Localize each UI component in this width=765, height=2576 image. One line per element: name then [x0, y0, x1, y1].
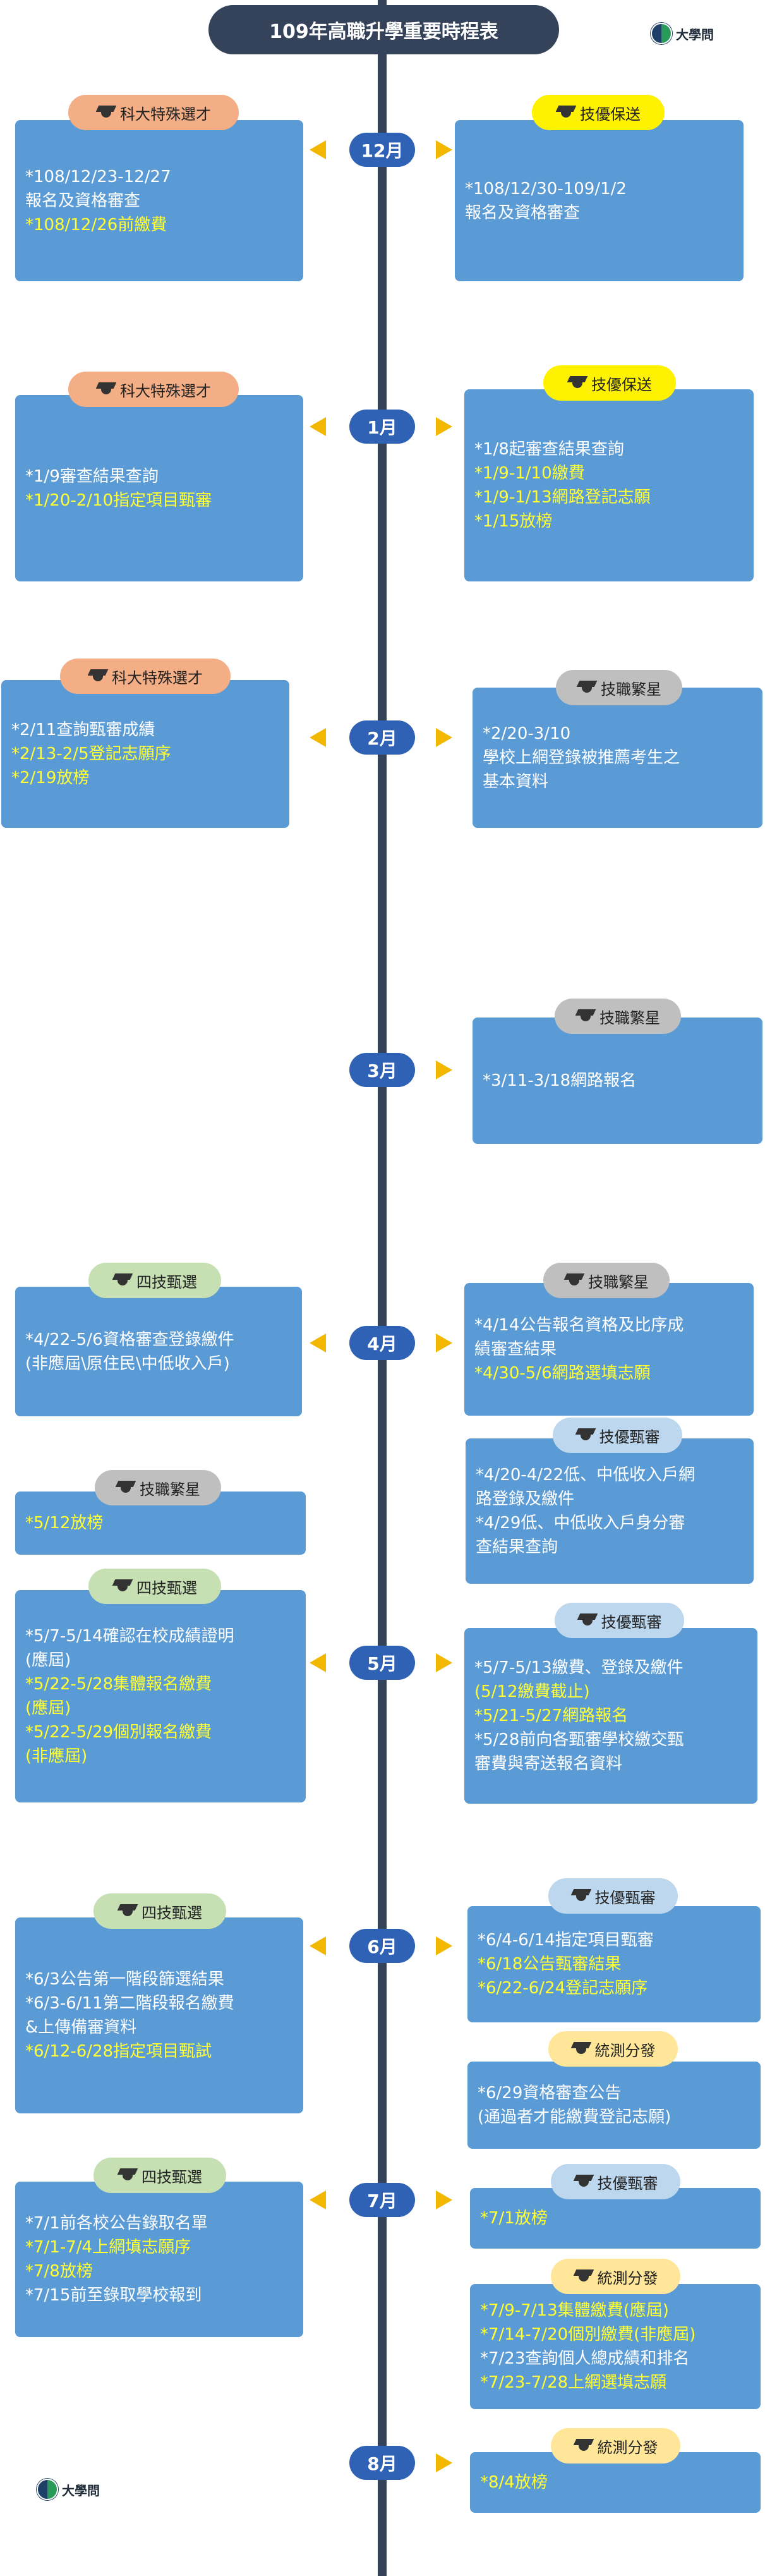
graduation-cap-icon: [96, 106, 116, 119]
month-7: 7月: [349, 2183, 415, 2217]
graduation-cap-icon: [556, 106, 576, 119]
graduation-cap-icon: [567, 376, 587, 390]
tag-sijizhenxuan: 四技甄選: [88, 1569, 221, 1604]
month-8: 8月: [349, 2446, 415, 2480]
logo-text: 大學問: [62, 2482, 100, 2498]
arrow-right: [436, 2190, 452, 2209]
arrow-right: [436, 1060, 452, 1079]
card-jun-left: *6/3公告第一階段篩選結果 *6/3-6/11第二階段報名繳費 &上傳備審資料…: [15, 1917, 303, 2113]
tag-sijizhenxuan: 四技甄選: [93, 2158, 226, 2193]
logo-text: 大學問: [676, 27, 714, 42]
card-jan-right: *1/8起審查結果查詢 *1/9-1/10繳費 *1/9-1/13網路登記志願 …: [464, 389, 754, 581]
tag-jizhifanxing: 技職繁星: [556, 670, 682, 705]
tag-sijizhenxuan: 四技甄選: [93, 1893, 226, 1929]
arrow-right: [436, 2453, 452, 2472]
graduation-cap-icon: [564, 1273, 584, 1287]
arrow-right: [436, 417, 452, 436]
month-5: 5月: [349, 1646, 415, 1680]
month-4: 4月: [349, 1326, 415, 1360]
graduation-cap-icon: [117, 2168, 138, 2182]
arrow-right: [436, 1936, 452, 1955]
card-jul-left: *7/1前各校公告錄取名單 *7/1-7/4上網填志願序 *7/8放榜 *7/1…: [15, 2182, 303, 2337]
graduation-cap-icon: [571, 1889, 591, 1903]
card-jun-right: *6/4-6/14指定項目甄審 *6/18公告甄審結果 *6/22-6/24登記…: [467, 1906, 761, 2022]
tag-sijizhenxuan: 四技甄選: [88, 1263, 221, 1298]
card-apr-left: *4/22-5/6資格審查登錄繳件 (非應屆\原住民\中低收入戶): [15, 1287, 302, 1416]
tag-jiyouzhenshen: 技優甄審: [553, 1418, 682, 1453]
arrow-left: [310, 1334, 326, 1352]
tag-jiyouzhenshen: 技優甄審: [555, 1603, 684, 1638]
tag-jiyoubaosong: 技優保送: [543, 365, 676, 401]
tag-tongcefenfa: 統測分發: [551, 2259, 680, 2294]
arrow-left: [310, 1653, 326, 1672]
graduation-cap-icon: [117, 1904, 138, 1918]
month-12: 12月: [349, 133, 415, 167]
card-apr-right-2: *4/20-4/22低、中低收入戶網 路登錄及繳件 *4/29低、中低收入戶身分…: [466, 1438, 754, 1584]
arrow-left: [310, 2190, 326, 2209]
card-jul-right-2: *7/9-7/13集體繳費(應屆) *7/14-7/20個別繳費(非應屆) *7…: [470, 2284, 761, 2409]
arrow-left: [310, 728, 326, 747]
graduation-cap-icon: [88, 669, 108, 683]
graduation-cap-icon: [116, 1481, 136, 1495]
card-jan-left: *1/9審查結果查詢 *1/20-2/10指定項目甄審: [15, 395, 303, 581]
tag-jizhifanxing: 技職繁星: [555, 999, 681, 1034]
graduation-cap-icon: [112, 1273, 133, 1287]
tag-jizhifanxing: 技職繁星: [543, 1263, 670, 1298]
arrow-left: [310, 140, 326, 159]
graduation-cap-icon: [577, 1613, 598, 1627]
tag-kedatecai: 科大特殊選才: [68, 95, 239, 130]
tag-kedatecai: 科大特殊選才: [68, 372, 239, 407]
logo-top: 大學問: [651, 23, 714, 44]
card-may-left-star: *5/12放榜: [15, 1492, 306, 1555]
graduation-cap-icon: [571, 2042, 591, 2056]
arrow-left: [310, 1936, 326, 1955]
tag-jiyouzhenshen: 技優甄審: [548, 1878, 678, 1914]
card-may-left: *5/7-5/14確認在校成績證明 (應屆) *5/22-5/28集體報名繳費 …: [15, 1590, 306, 1802]
logo-mark-icon: [37, 2479, 58, 2500]
arrow-left: [310, 417, 326, 436]
card-feb-right: *2/20-3/10 學校上網登錄被推薦考生之 基本資料: [473, 688, 762, 828]
tag-jiyouzhenshen: 技優甄審: [551, 2164, 680, 2199]
month-3: 3月: [349, 1053, 415, 1087]
arrow-right: [436, 728, 452, 747]
card-dec-right: *108/12/30-109/1/2 報名及資格審查: [455, 120, 744, 281]
tag-kedatecai: 科大特殊選才: [60, 659, 231, 694]
graduation-cap-icon: [112, 1579, 133, 1593]
logo-bottom: 大學問: [37, 2479, 100, 2500]
graduation-cap-icon: [575, 1428, 596, 1442]
card-may-right: *5/7-5/13繳費、登錄及繳件 (5/12繳費截止) *5/21-5/27網…: [464, 1628, 757, 1804]
card-dec-left: *108/12/23-12/27 報名及資格審查 *108/12/26前繳費: [15, 120, 303, 281]
graduation-cap-icon: [574, 2439, 594, 2453]
arrow-right: [436, 140, 452, 159]
tag-jiyoubaosong: 技優保送: [532, 95, 665, 130]
tag-jizhifanxing: 技職繁星: [95, 1470, 221, 1505]
graduation-cap-icon: [574, 2175, 594, 2189]
page-title: 109年高職升學重要時程表: [208, 5, 559, 54]
tag-tongcefenfa: 統測分發: [551, 2428, 680, 2464]
graduation-cap-icon: [575, 1009, 596, 1023]
card-mar-right: *3/11-3/18網路報名: [473, 1018, 762, 1144]
graduation-cap-icon: [577, 681, 597, 695]
card-feb-left: *2/11查詢甄審成績 *2/13-2/5登記志願序 *2/19放榜: [1, 680, 289, 828]
graduation-cap-icon: [96, 382, 116, 396]
card-apr-right: *4/14公告報名資格及比序成 績審查結果 *4/30-5/6網路選填志願: [464, 1283, 754, 1416]
tag-tongcefenfa: 統測分發: [548, 2031, 678, 2067]
month-2: 2月: [349, 720, 415, 755]
month-6: 6月: [349, 1929, 415, 1963]
logo-mark-icon: [651, 23, 672, 44]
arrow-right: [436, 1334, 452, 1352]
graduation-cap-icon: [574, 2269, 594, 2283]
month-1: 1月: [349, 410, 415, 444]
card-jun-right-2: *6/29資格審查公告 (通過者才能繳費登記志願): [467, 2062, 761, 2149]
arrow-right: [436, 1653, 452, 1672]
